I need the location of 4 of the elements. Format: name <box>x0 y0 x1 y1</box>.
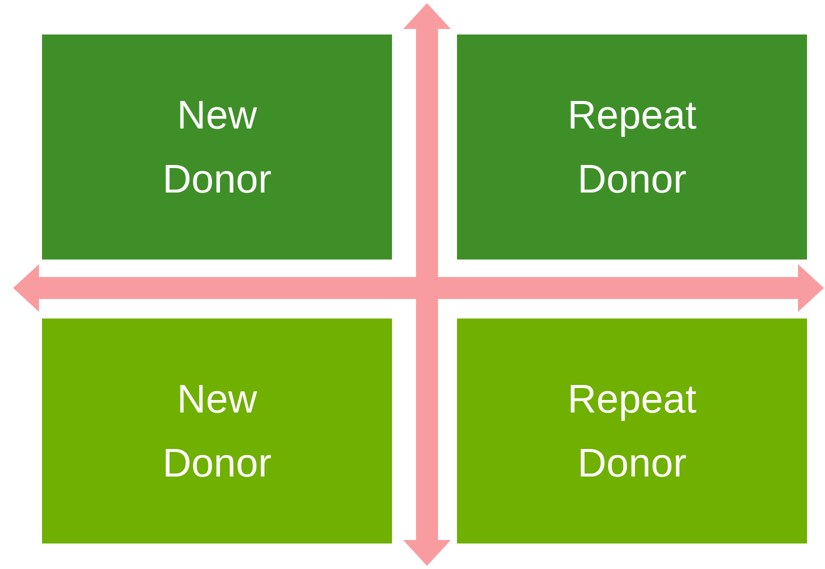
quadrant-box: Repeat Donor <box>457 34 807 260</box>
quadrant-box: New Donor <box>42 318 392 544</box>
quadrant-box: Repeat Donor <box>457 318 807 544</box>
quadrant-box: New Donor <box>42 34 392 260</box>
